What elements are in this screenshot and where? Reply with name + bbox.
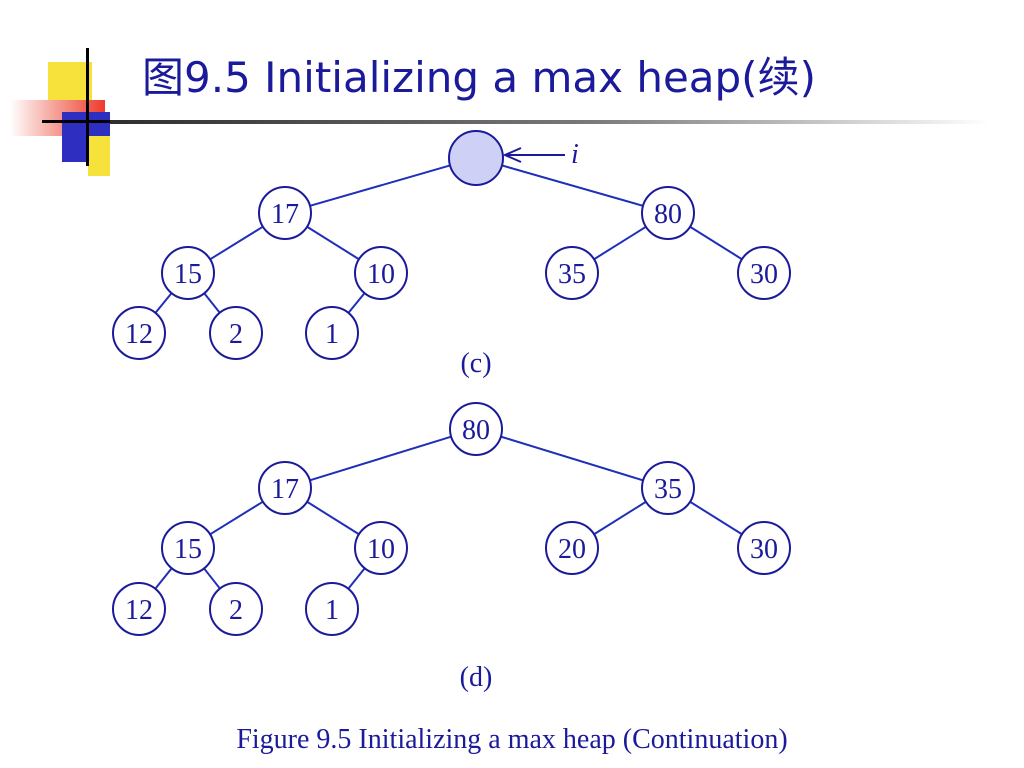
heap-node-value: 1 bbox=[325, 319, 339, 350]
heap-node-value: 35 bbox=[558, 259, 586, 290]
tree-edge bbox=[593, 500, 647, 536]
tree-edge bbox=[309, 435, 452, 482]
subfigure-label: (c) bbox=[460, 348, 491, 379]
heap-node-R bbox=[641, 186, 695, 240]
title-underline bbox=[110, 120, 990, 124]
heap-node-value: 30 bbox=[750, 534, 778, 565]
heap-node-value: 1 bbox=[325, 595, 339, 626]
heap-node-RL bbox=[545, 246, 599, 300]
heap-node-value: 20 bbox=[558, 534, 586, 565]
heap-node-value: 30 bbox=[750, 259, 778, 290]
heap-node-value: 17 bbox=[271, 199, 299, 230]
heap-node-value: 2 bbox=[229, 319, 243, 350]
tree-edge bbox=[500, 435, 644, 482]
tree-edge bbox=[347, 292, 366, 314]
subfigure-label: (d) bbox=[460, 662, 493, 693]
figure-caption: Figure 9.5 Initializing a max heap (Cont… bbox=[236, 724, 788, 755]
heap-node-LL bbox=[161, 246, 215, 300]
heap-node-LLR bbox=[209, 306, 263, 360]
heap-node-LLL bbox=[112, 582, 166, 636]
heap-node-value: 17 bbox=[271, 474, 299, 505]
heap-node-value: 35 bbox=[654, 474, 682, 505]
heap-node-R bbox=[641, 461, 695, 515]
heap-node-value: 15 bbox=[174, 259, 202, 290]
heap-node-value: 12 bbox=[125, 319, 153, 350]
heap-node-value: 2 bbox=[229, 595, 243, 626]
heap-node-RR bbox=[737, 246, 791, 300]
tree-edge bbox=[689, 225, 743, 261]
tree-edge bbox=[154, 567, 173, 590]
pointer-arrowhead bbox=[502, 147, 522, 163]
heap-node-LRL bbox=[305, 582, 359, 636]
tree-edge bbox=[347, 567, 366, 590]
heap-node-L bbox=[258, 186, 312, 240]
slide-title: 图9.5 Initializing a max heap(续) bbox=[142, 53, 816, 102]
heap-node-value: 10 bbox=[367, 534, 395, 565]
heap-node-value: 80 bbox=[654, 199, 682, 230]
tree-edge bbox=[203, 292, 221, 314]
heap-node-LR bbox=[354, 521, 408, 575]
slide-logo bbox=[0, 0, 150, 190]
heap-node-value: 80 bbox=[462, 415, 490, 446]
tree-edge bbox=[209, 225, 264, 261]
tree-edge bbox=[689, 500, 743, 536]
heap-node-root bbox=[448, 130, 504, 186]
heap-node-RL bbox=[545, 521, 599, 575]
heap-node-LLL bbox=[112, 306, 166, 360]
tree-edge bbox=[203, 567, 221, 590]
pointer-label: i bbox=[571, 139, 579, 170]
tree-edge bbox=[154, 292, 173, 314]
tree-edge bbox=[593, 225, 647, 261]
heap-node-RR bbox=[737, 521, 791, 575]
tree-edge bbox=[306, 500, 360, 536]
heap-node-LLR bbox=[209, 582, 263, 636]
heap-node-LR bbox=[354, 246, 408, 300]
heap-node-root bbox=[449, 402, 503, 456]
heap-node-LRL bbox=[305, 306, 359, 360]
heap-node-value: 15 bbox=[174, 534, 202, 565]
diagram-d: 80 17 35 15 10 20 30 12 2 1 (d) bbox=[112, 402, 791, 693]
tree-edge bbox=[501, 164, 644, 207]
heap-node-value: 10 bbox=[367, 259, 395, 290]
diagram-c: 17 80 15 10 35 30 12 2 1 i (c) bbox=[112, 130, 791, 379]
tree-edge bbox=[309, 164, 451, 207]
heap-node-LL bbox=[161, 521, 215, 575]
heap-node-L bbox=[258, 461, 312, 515]
heap-node-value: 12 bbox=[125, 595, 153, 626]
tree-edge bbox=[306, 225, 360, 261]
tree-edge bbox=[209, 500, 264, 536]
